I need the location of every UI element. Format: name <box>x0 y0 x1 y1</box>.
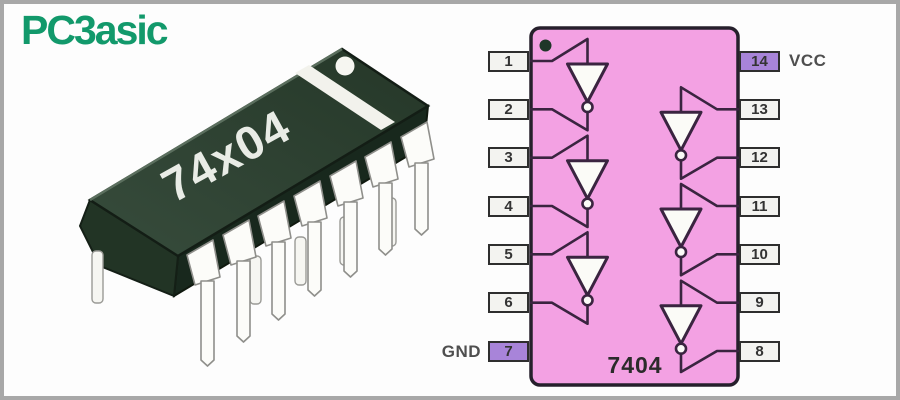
inverter-gate-13-12 <box>659 86 740 180</box>
inverter-gate-3-4 <box>529 134 609 229</box>
pin-box-8: 8 <box>739 340 780 362</box>
pcbasic-logo: PC3asic <box>21 7 169 53</box>
dip-chip-3d: 74x04 <box>78 47 435 367</box>
pin-box-4: 4 <box>488 195 529 217</box>
pin1-dot-3d <box>335 56 355 76</box>
pin-box-6: 6 <box>488 292 529 314</box>
chip-front-pins <box>186 121 435 367</box>
inverter-gate-11-10 <box>659 182 740 277</box>
pinout-chip-body <box>529 26 740 387</box>
logo-part-b: 3 <box>73 7 97 53</box>
logo-part-asic: asic <box>94 7 169 53</box>
pin-box-2: 2 <box>488 98 529 120</box>
pin1-dot-pinout <box>539 39 552 52</box>
pin-box-10: 10 <box>739 243 780 265</box>
illustration-svg: 74x04 <box>78 26 740 387</box>
inverter-gate-1-2 <box>529 37 609 132</box>
pinout-diagram <box>529 26 740 387</box>
pin-box-7: 7 <box>488 340 529 362</box>
pin-box-13: 13 <box>739 98 780 120</box>
inverter-gate-9-8 <box>659 279 740 374</box>
pin-box-9: 9 <box>739 292 780 314</box>
pin-box-1: 1 <box>488 50 529 72</box>
inverter-gate-5-6 <box>529 231 609 325</box>
index-stripe <box>295 65 395 130</box>
pin-box-14: 14 <box>739 50 780 72</box>
ic-part-number-label: 7404 <box>607 352 663 378</box>
pin-box-5: 5 <box>488 243 529 265</box>
pin-box-11: 11 <box>739 195 780 217</box>
logo-part-pc: PC <box>21 7 76 53</box>
vcc-label: VCC <box>789 51 827 70</box>
gnd-label: GND <box>441 342 481 361</box>
pin-box-3: 3 <box>488 147 529 169</box>
pin-box-12: 12 <box>739 147 780 169</box>
